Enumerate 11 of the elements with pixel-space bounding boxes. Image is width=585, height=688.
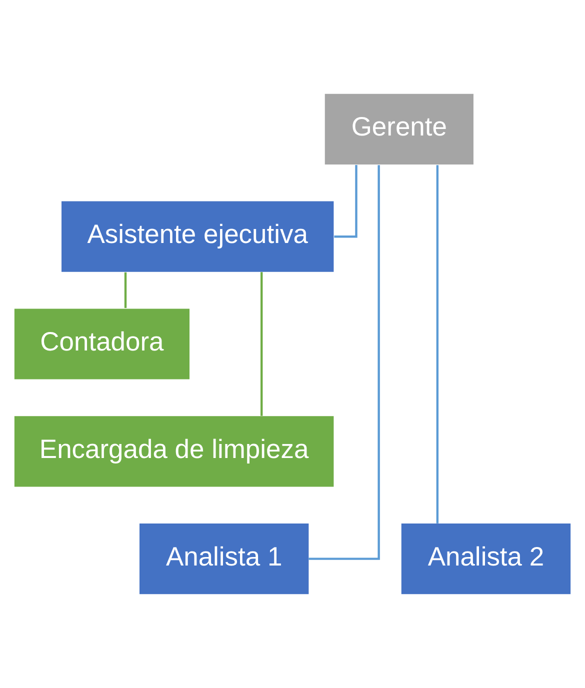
- node-box: Encargada de limpieza: [14, 416, 334, 487]
- node-box: Analista 1: [140, 524, 309, 594]
- node-box: Analista 2: [401, 524, 571, 594]
- connector: [260, 272, 263, 416]
- node-box: Asistente ejecutiva: [62, 201, 334, 272]
- connector: [308, 165, 380, 560]
- node-box: Contadora: [14, 308, 190, 380]
- node-box: Gerente: [324, 94, 474, 164]
- connector: [436, 165, 439, 524]
- connector: [124, 272, 127, 308]
- connector: [334, 164, 358, 238]
